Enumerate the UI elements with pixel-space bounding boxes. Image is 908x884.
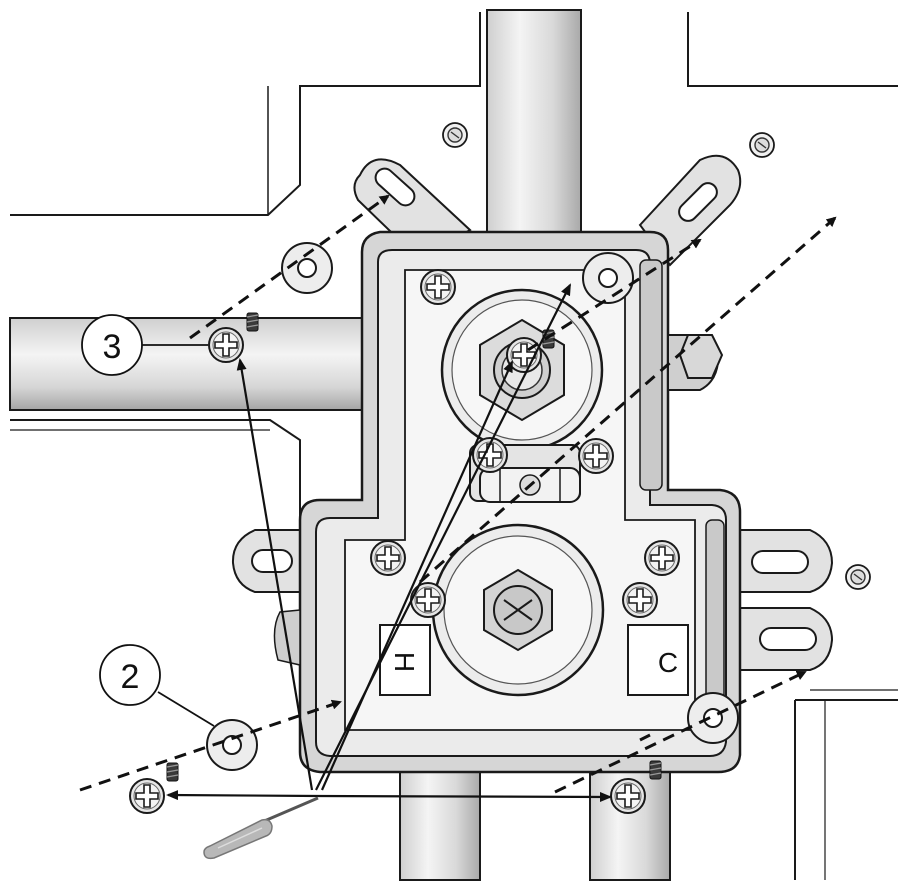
mounting-ear-right-upper [739,529,834,593]
pipe-top [486,9,582,241]
cold-inlet: C [627,624,689,696]
dashed-arrow-icon [554,670,807,794]
dashed-arrows [79,194,837,794]
lower-cartridge [431,523,605,697]
body-screw-inlet-right-icon [622,582,658,618]
tool-arrow-icon [317,791,612,802]
tool-path-arrows [166,283,612,802]
screwdriver-icon [203,796,319,860]
dashed-arrow-icon [79,699,342,792]
dashed-arrow-icon [527,238,702,352]
wall-anchor-top-left-icon [442,122,468,148]
body-screw-mid-right-icon [578,438,614,474]
tool-arrow-icon [166,790,319,801]
washer-on-body-bottom-icon [687,692,739,744]
pipe-left [9,317,371,411]
side-nut-icon [678,334,724,379]
pipe-bottom-left [399,759,481,881]
body-screw-lower-left-icon [370,540,406,576]
wall-anchor-right-icon [845,564,871,590]
dashed-arrow-icon [419,216,837,584]
mounting-ear-right-lower [739,607,834,671]
tool-arrow-icon [315,283,571,791]
hot-inlet: H [379,624,431,696]
body-screw-lower-right-icon [644,540,680,576]
callout-2: 2 [99,644,215,727]
callout-3: 3 [81,314,208,376]
tool-arrow-icon [320,360,514,791]
hot-label: H [389,652,420,672]
wall-anchor-top-right-icon [749,132,775,158]
dashed-arrow-icon [189,194,390,340]
body-screw-inlet-left-icon [410,582,446,618]
dashed-arrow-icon [639,733,651,742]
body-screw-top-left-icon [420,269,456,305]
callout-3-label: 3 [103,328,122,366]
tool-arrow-icon [236,358,314,791]
washer-on-body-top-icon [582,252,634,304]
wall-outline [10,12,898,880]
cold-label: C [658,647,678,678]
callout-2-label: 2 [121,658,140,696]
mounting-ear-left [231,529,301,593]
